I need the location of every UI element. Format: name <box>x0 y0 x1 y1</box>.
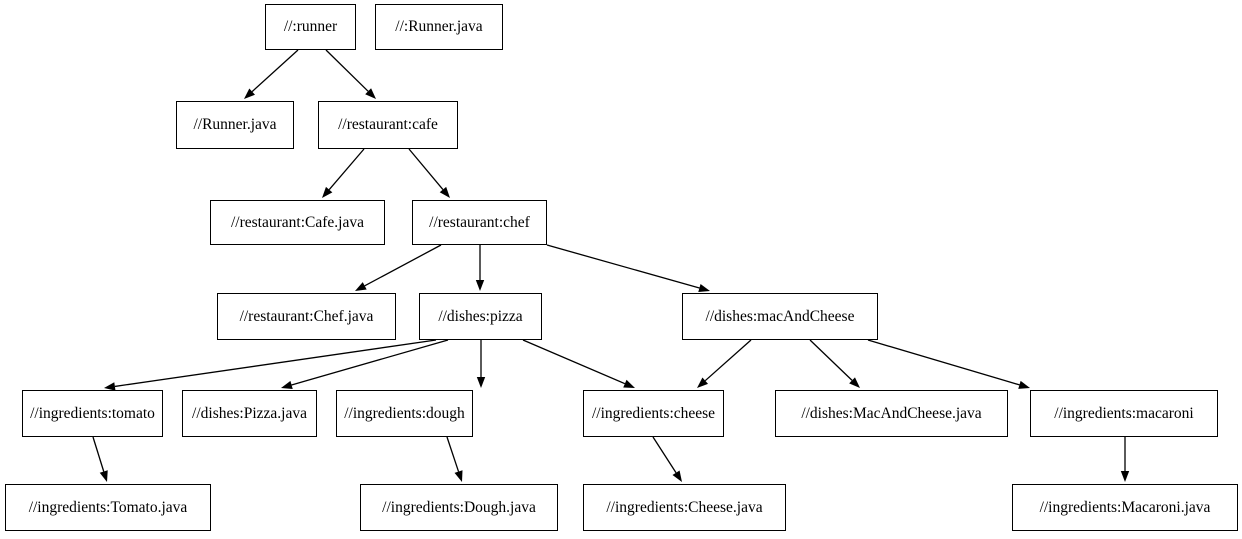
graph-edge-restaurant_cafe-to-restaurant_cafe_java <box>322 148 365 198</box>
edge-line <box>809 339 853 381</box>
graph-node-label: //:runner <box>283 18 338 36</box>
graph-node-runner[interactable]: //:runner <box>265 4 356 50</box>
graph-edge-dishes_pizza-to-dishes_pizza_java <box>281 339 449 389</box>
graph-edge-restaurant_chef-to-restaurant_chef_java <box>355 244 442 291</box>
edge-arrowhead <box>849 377 860 388</box>
graph-edge-runner-to-restaurant_cafe <box>325 49 376 99</box>
graph-node-ing_dough[interactable]: //ingredients:dough <box>336 390 473 437</box>
graph-node-ing_macaroni_java[interactable]: //ingredients:Macaroni.java <box>1012 484 1238 531</box>
edge-line <box>867 339 1020 386</box>
edge-line <box>652 436 677 474</box>
graph-node-label: //ingredients:tomato <box>30 404 155 422</box>
edge-arrowhead <box>322 186 333 198</box>
graph-node-dishes_mac_java[interactable]: //dishes:MacAndCheese.java <box>775 390 1008 437</box>
graph-node-label: //ingredients:dough <box>344 404 465 422</box>
edge-line <box>704 339 752 382</box>
graph-node-label: //ingredients:Cheese.java <box>606 498 763 516</box>
edge-line <box>325 49 369 92</box>
edge-arrowhead <box>99 470 108 482</box>
edge-arrowhead <box>672 470 682 482</box>
edge-line <box>291 339 449 386</box>
graph-edge-dishes_pizza-to-ing_dough <box>476 340 486 388</box>
graph-node-label: //ingredients:cheese <box>591 404 716 422</box>
graph-node-label: //Runner.java <box>193 116 277 134</box>
graph-node-ing_cheese[interactable]: //ingredients:cheese <box>583 390 724 437</box>
edge-arrowhead <box>439 186 450 198</box>
graph-edge-dishes_macandcheese-to-ing_macaroni <box>867 339 1030 389</box>
graph-node-label: //ingredients:Tomato.java <box>28 498 188 516</box>
edge-arrowhead <box>454 470 463 482</box>
edge-line <box>251 49 299 93</box>
edge-arrowhead <box>476 377 486 388</box>
graph-edge-runner-to-runner_java <box>244 49 299 99</box>
edge-line <box>328 148 365 191</box>
edge-line <box>446 436 460 472</box>
graph-node-label: //dishes:MacAndCheese.java <box>801 404 982 422</box>
edge-arrowhead <box>281 380 293 389</box>
edge-line <box>408 148 444 190</box>
edge-arrowhead <box>623 379 635 388</box>
graph-node-runner_java[interactable]: //Runner.java <box>176 101 294 149</box>
edge-arrowhead <box>1120 471 1130 482</box>
edge-line <box>114 339 437 388</box>
graph-node-label: //dishes:pizza <box>438 307 523 325</box>
graph-node-restaurant_cafe[interactable]: //restaurant:cafe <box>318 101 458 149</box>
graph-node-dishes_pizza[interactable]: //dishes:pizza <box>419 293 542 340</box>
graph-node-label: //:Runner.java <box>395 18 483 36</box>
graph-node-ing_cheese_java[interactable]: //ingredients:Cheese.java <box>583 484 786 531</box>
graph-node-dishes_pizza_java[interactable]: //dishes:Pizza.java <box>182 390 317 437</box>
edge-arrowhead <box>1018 380 1030 389</box>
edge-arrowhead <box>244 88 255 99</box>
graph-edge-restaurant_cafe-to-restaurant_chef <box>408 148 450 198</box>
graph-node-root_runner_java[interactable]: //:Runner.java <box>375 4 503 50</box>
graph-edge-restaurant_chef-to-dishes_macandcheese <box>546 244 710 293</box>
edge-line <box>522 339 626 385</box>
graph-node-label: //dishes:Pizza.java <box>192 404 307 422</box>
graph-edge-ing_macaroni-to-ing_macaroni_java <box>1120 437 1130 482</box>
edge-arrowhead <box>475 280 485 291</box>
graph-node-label: //restaurant:Chef.java <box>239 307 374 325</box>
graph-edge-dishes_macandcheese-to-ing_cheese <box>697 339 752 388</box>
graph-node-restaurant_chef_java[interactable]: //restaurant:Chef.java <box>217 293 396 340</box>
graph-node-label: //ingredients:Macaroni.java <box>1039 498 1211 516</box>
graph-edge-ing_cheese-to-ing_cheese_java <box>652 436 682 482</box>
graph-edge-restaurant_chef-to-dishes_pizza <box>475 245 485 291</box>
graph-edge-dishes_pizza-to-ing_tomato <box>104 339 437 391</box>
graph-node-label: //restaurant:Cafe.java <box>231 213 364 231</box>
graph-node-label: //restaurant:chef <box>429 213 530 231</box>
edge-arrowhead <box>365 88 376 99</box>
edge-line <box>92 436 105 472</box>
edge-arrowhead <box>355 282 367 291</box>
graph-node-label: //ingredients:Dough.java <box>382 498 536 516</box>
graph-node-restaurant_cafe_java[interactable]: //restaurant:Cafe.java <box>210 200 385 245</box>
graph-edge-ing_tomato-to-ing_tomato_java <box>92 436 108 482</box>
graph-edge-dishes_macandcheese-to-dishes_mac_java <box>809 339 860 388</box>
graph-node-dishes_macandcheese[interactable]: //dishes:macAndCheese <box>682 293 878 340</box>
graph-edge-dishes_pizza-to-ing_cheese <box>522 339 635 388</box>
graph-node-label: //dishes:macAndCheese <box>705 307 855 325</box>
graph-node-ing_tomato_java[interactable]: //ingredients:Tomato.java <box>5 484 211 531</box>
graph-node-restaurant_chef[interactable]: //restaurant:chef <box>412 200 547 245</box>
graph-node-label: //ingredients:macaroni <box>1054 404 1194 422</box>
graph-node-ing_macaroni[interactable]: //ingredients:macaroni <box>1030 390 1218 437</box>
edge-arrowhead <box>698 283 710 293</box>
graph-edge-ing_dough-to-ing_dough_java <box>446 436 463 482</box>
edge-line <box>364 244 442 287</box>
edge-arrowhead <box>697 377 709 388</box>
graph-node-ing_dough_java[interactable]: //ingredients:Dough.java <box>360 484 558 531</box>
graph-node-ing_tomato[interactable]: //ingredients:tomato <box>22 390 163 437</box>
graph-node-label: //restaurant:cafe <box>338 116 438 134</box>
edge-line <box>546 244 700 289</box>
